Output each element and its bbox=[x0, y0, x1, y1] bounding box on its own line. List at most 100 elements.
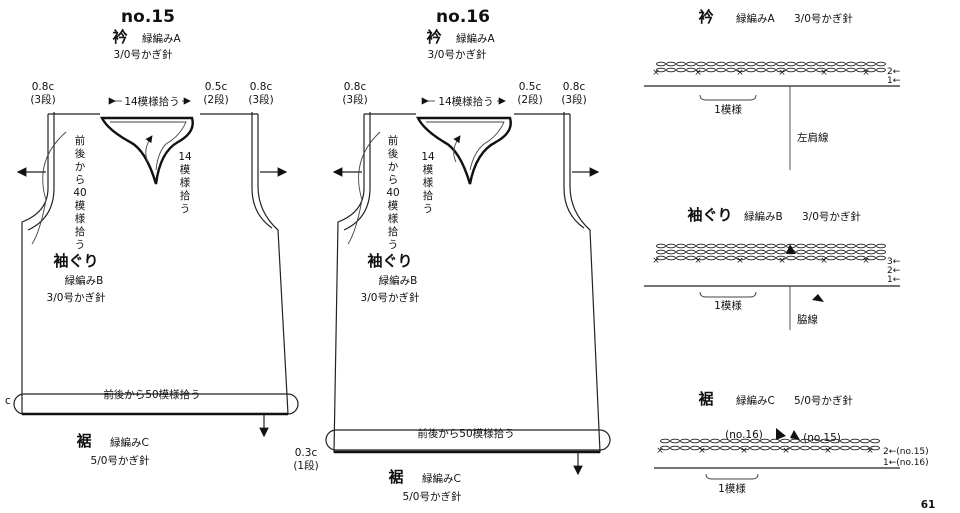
collar-label: 衿 bbox=[426, 28, 441, 46]
chain-stitch bbox=[666, 67, 676, 73]
collar-stitch: 緑編みA bbox=[142, 32, 181, 45]
body-pick-loop bbox=[31, 131, 67, 245]
svg-text:拾: 拾 bbox=[75, 225, 86, 238]
marker-a bbox=[776, 428, 786, 440]
garment-no15: no.15 衿 緑編みA 3/0号かぎ針 0.8c (3段) 0.5c (2段)… bbox=[5, 7, 299, 467]
single-crochet-mark: × bbox=[652, 256, 660, 266]
chain-stitch bbox=[666, 61, 676, 67]
chain-stitch bbox=[850, 445, 860, 451]
svg-text:う: う bbox=[75, 239, 86, 251]
repeat-bracket bbox=[699, 291, 757, 298]
chain-stitch bbox=[766, 67, 776, 73]
hem-margin-rows: (1段) bbox=[293, 459, 318, 472]
chain-stitch bbox=[720, 438, 730, 444]
chain-stitch bbox=[810, 445, 820, 451]
row-number: 1← bbox=[887, 76, 901, 86]
chain-stitch bbox=[796, 255, 806, 261]
chain-stitch bbox=[736, 249, 746, 255]
chain-stitch bbox=[706, 243, 716, 249]
chain-stitch bbox=[856, 67, 866, 73]
chain-stitch bbox=[850, 438, 860, 444]
chain-stitch bbox=[760, 445, 770, 451]
chain-stitch bbox=[676, 249, 686, 255]
chart-label: 裾 bbox=[698, 390, 713, 408]
chain-stitch bbox=[716, 243, 726, 249]
chain-stitch bbox=[766, 249, 776, 255]
chain-stitch bbox=[766, 243, 776, 249]
single-crochet-mark: × bbox=[820, 68, 828, 78]
chain-stitch bbox=[716, 255, 726, 261]
repeat-label: 1模様 bbox=[714, 103, 742, 116]
chart-note: 脇線 bbox=[797, 313, 818, 326]
chain-stitch bbox=[840, 438, 850, 444]
single-crochet-mark: × bbox=[736, 256, 744, 266]
chain-stitch bbox=[760, 438, 770, 444]
svg-text:ら: ら bbox=[75, 174, 86, 186]
chain-stitch bbox=[876, 243, 886, 249]
chart-a: 衿 緑編みA 3/0号かぎ針 ×××××× 2← 1← 1模様 左肩線 bbox=[644, 8, 901, 170]
repeat-label: 1模様 bbox=[714, 299, 742, 312]
row-number: 2← bbox=[887, 67, 901, 77]
chain-stitch bbox=[776, 255, 786, 261]
svg-text:14: 14 bbox=[421, 151, 435, 163]
row-number: 1←(no.16) bbox=[883, 458, 929, 468]
chain-stitch bbox=[690, 445, 700, 451]
chain-stitch bbox=[806, 61, 816, 67]
garment-title: no.15 bbox=[121, 7, 175, 27]
row-number: 2← bbox=[887, 266, 901, 276]
chain-stitch bbox=[726, 243, 736, 249]
chain-stitch bbox=[670, 438, 680, 444]
sleeve-stitch: 緑編みB bbox=[379, 274, 418, 287]
hem-hook: 5/0号かぎ針 bbox=[403, 490, 462, 503]
chain-stitch bbox=[676, 61, 686, 67]
chain-stitch bbox=[736, 67, 746, 73]
single-crochet-mark: × bbox=[694, 68, 702, 78]
chain-stitch bbox=[710, 445, 720, 451]
chain-stitch bbox=[700, 438, 710, 444]
single-crochet-mark: × bbox=[694, 256, 702, 266]
chain-stitch bbox=[830, 445, 840, 451]
neck-pick-arrow bbox=[453, 135, 461, 163]
chain-stitch bbox=[686, 67, 696, 73]
chain-stitch bbox=[740, 445, 750, 451]
chain-stitch bbox=[840, 445, 850, 451]
chain-stitch bbox=[706, 67, 716, 73]
svg-text:様: 様 bbox=[388, 212, 399, 225]
margin-right: 0.8c bbox=[250, 81, 273, 93]
single-crochet-mark: × bbox=[824, 446, 832, 456]
hem-pick-label: 前後から50模様拾う bbox=[103, 388, 200, 401]
chain-stitch bbox=[726, 61, 736, 67]
hem-stitch: 緑編みC bbox=[422, 472, 461, 485]
chain-stitch bbox=[746, 249, 756, 255]
svg-text:前: 前 bbox=[75, 134, 86, 147]
chain-stitch bbox=[816, 67, 826, 73]
chart-stitch: 緑編みB bbox=[744, 210, 783, 223]
svg-text:拾: 拾 bbox=[388, 225, 399, 238]
chain-stitch bbox=[736, 255, 746, 261]
repeat-bracket bbox=[699, 94, 757, 101]
chain-stitch bbox=[696, 249, 706, 255]
chain-stitch bbox=[676, 243, 686, 249]
chart-note: 左肩線 bbox=[797, 131, 829, 144]
margin-neck: 0.5c bbox=[519, 81, 542, 93]
single-crochet-mark: × bbox=[866, 446, 874, 456]
margin-left-rows: (3段) bbox=[30, 93, 55, 106]
end-marker bbox=[812, 294, 824, 302]
chain-stitch bbox=[776, 67, 786, 73]
chain-stitch bbox=[846, 243, 856, 249]
chain-stitch bbox=[730, 438, 740, 444]
single-crochet-mark: × bbox=[820, 256, 828, 266]
svg-text:う: う bbox=[180, 203, 191, 215]
margin-right: 0.8c bbox=[563, 81, 586, 93]
neckline-inner bbox=[426, 121, 505, 171]
chain-stitch bbox=[736, 61, 746, 67]
chain-stitch bbox=[756, 67, 766, 73]
chain-stitch bbox=[860, 438, 870, 444]
svg-text:う: う bbox=[423, 203, 434, 215]
single-crochet-mark: × bbox=[782, 446, 790, 456]
chain-stitch bbox=[666, 249, 676, 255]
chain-stitch bbox=[776, 243, 786, 249]
hem-label: 裾 bbox=[76, 432, 91, 450]
chain-stitch bbox=[826, 61, 836, 67]
